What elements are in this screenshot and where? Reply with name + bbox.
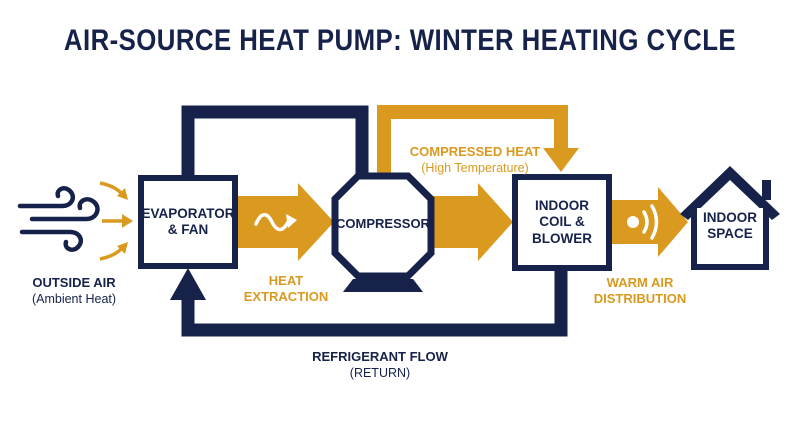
evaporator-box: [138, 175, 238, 269]
indoor-coil-label: INDOOR COIL & BLOWER: [532, 198, 592, 246]
refrigerant-return-arrowhead: [170, 268, 206, 300]
heat-extraction-label-line1: HEAT: [268, 273, 304, 288]
wind-icon: [17, 186, 100, 252]
compressed-heat-sublabel: (High Temperature): [421, 161, 529, 175]
diagram-title: AIR-SOURCE HEAT PUMP: WINTER HEATING CYC…: [63, 24, 737, 57]
refrigerant-return-line: [181, 268, 568, 337]
warm-air-label-line2: DISTRIBUTION: [593, 291, 687, 306]
indoor-coil-box: [512, 174, 612, 271]
compressed-heat-arrow: [418, 183, 513, 261]
house-icon: [680, 166, 780, 270]
outside-air-sublabel: (Ambient Heat): [31, 292, 117, 306]
compressed-heat-line: [377, 105, 568, 176]
refrigerant-top-line: [181, 105, 369, 180]
outside-air-label: OUTSIDE AIR: [32, 275, 116, 290]
intake-arrows: [99, 181, 133, 261]
compressed-heat-label: COMPRESSED HEAT: [409, 144, 541, 159]
compressed-heat-arrowhead: [543, 148, 579, 172]
heat-extraction-label-line2: EXTRACTION: [243, 289, 329, 304]
evaporator-label: EVAPORATOR & FAN: [141, 205, 235, 237]
refrigerant-flow-label: REFRIGERANT FLOW: [312, 349, 448, 364]
warm-air-label-line1: WARM AIR: [606, 275, 674, 290]
compressor-body: [331, 172, 435, 280]
heat-extraction-arrow: [236, 183, 334, 261]
radiating-air-icon: [627, 204, 659, 240]
compressor-base: [343, 279, 423, 292]
warm-air-arrow: [610, 187, 688, 257]
compressor-label: COMPRESSOR: [336, 216, 430, 232]
refrigerant-flow-sublabel: (RETURN): [349, 366, 411, 380]
indoor-space-label: INDOOR SPACE: [703, 209, 757, 241]
wave-arrow-icon: [254, 213, 297, 232]
